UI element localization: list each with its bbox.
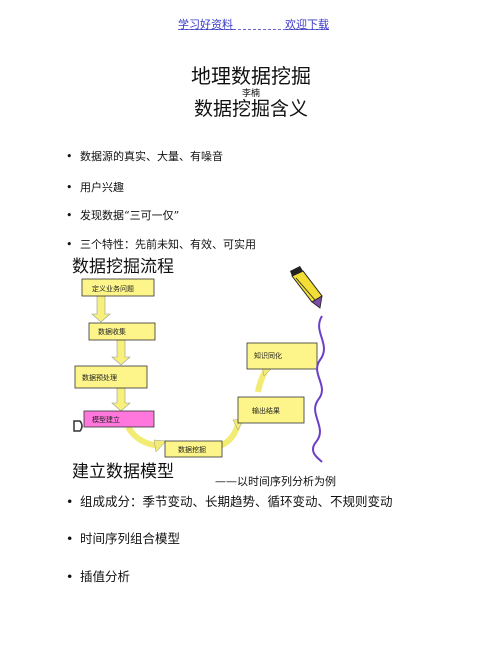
flow-step-label: 数据挖掘 [178,445,206,454]
flow-box [81,278,155,297]
bullet-item: •发现数据“三可一仅” [66,209,180,222]
header-divider [178,29,326,30]
flow-step-label: 知识同化 [254,351,282,360]
subtitle-heading: 数据挖掘含义 [193,98,308,120]
flow-box [88,322,156,341]
bullet-item: •插值分析 [66,569,131,584]
bullet-item: •组成成分：季节变动、长期趋势、循环变动、不规则变动 [66,494,393,509]
flow-arrow [218,423,241,449]
flow-box [246,342,318,370]
flow-box [164,440,223,458]
flow-arrow [91,295,111,323]
flow-box-highlight [83,410,155,428]
flow-step-label: 数据收集 [98,327,126,336]
decorative-squiggle [312,315,325,463]
section-heading-model: 建立数据模型 [72,462,174,482]
flow-step-label: 定义业务问题 [92,284,134,293]
flow-step-label: 数据预处理 [82,373,117,382]
flow-step-label: 输出结果 [252,406,280,415]
pencil-icon [290,266,323,309]
flow-arrow [111,339,131,366]
author-name: 李楠 [241,89,260,99]
section-heading-flow: 数据挖掘流程 [72,257,174,277]
header-right: 欢迎下载 [285,18,329,31]
bullet-item: •数据源的真实、大量、有噪音 [66,150,223,163]
flow-box [74,365,148,389]
flow-step-label: 模型建立 [92,415,120,424]
bullet-item: •三个特性：先前未知、有效、可实用 [66,238,256,251]
bullet-item: •用户兴趣 [66,181,124,194]
flow-arrow [111,387,131,412]
header-left: 学习好资料 [178,18,233,31]
cropped-shape [73,420,83,432]
document-title: 地理数据挖掘 [191,64,311,88]
section-subnote: ——以时间序列分析为例 [215,475,336,488]
flow-box [237,396,305,424]
bullet-item: •时间序列组合模型 [66,531,181,546]
flow-arrowhead [153,439,167,453]
